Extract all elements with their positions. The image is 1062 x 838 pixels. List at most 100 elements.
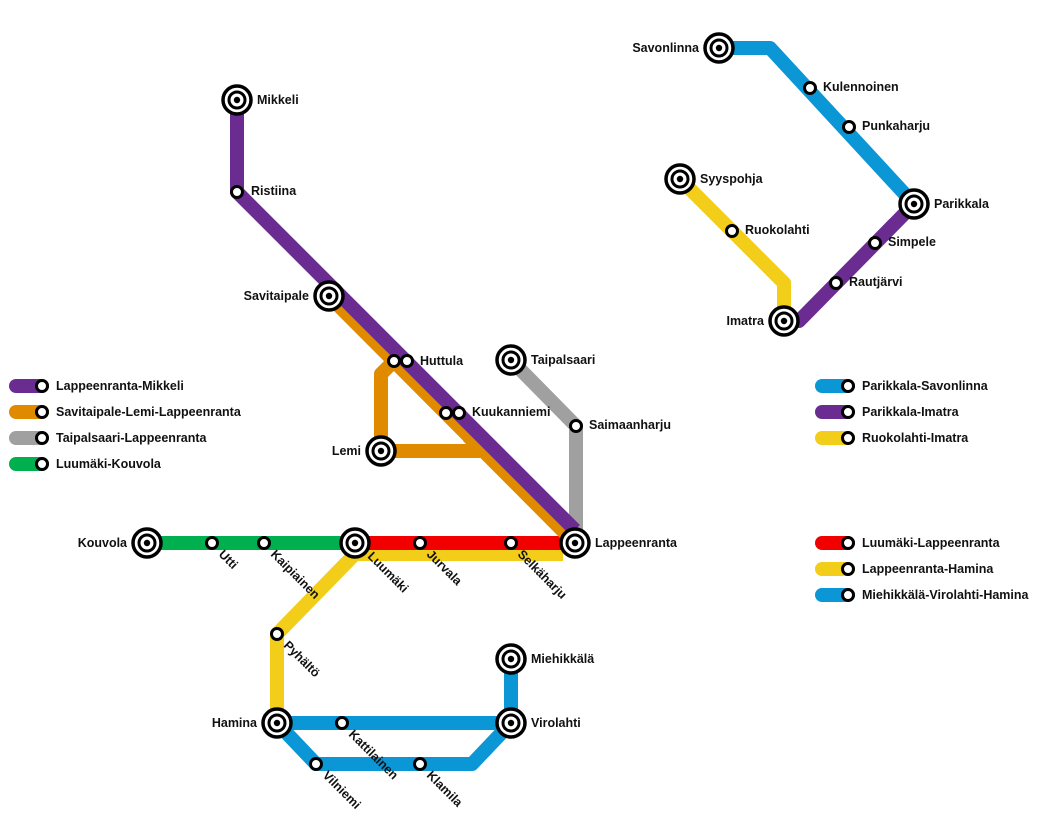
route-parikkala-imatra bbox=[784, 199, 919, 328]
legend-label: Lappeenranta-Hamina bbox=[862, 562, 994, 576]
station-marker bbox=[205, 536, 219, 550]
station-ristiina[interactable]: Ristiina bbox=[230, 184, 298, 199]
station-lappeenranta[interactable]: Lappeenranta bbox=[559, 527, 678, 559]
station-marker-dot bbox=[910, 200, 918, 208]
station-marker bbox=[413, 757, 427, 771]
station-marker bbox=[829, 276, 843, 290]
station-kuukanniemi[interactable]: Kuukanniemi bbox=[439, 405, 551, 420]
legend-item: Luumäki-Kouvola bbox=[9, 457, 162, 471]
station-saimaanharju[interactable]: Saimaanharju bbox=[569, 418, 671, 433]
station-label: Ruokolahti bbox=[745, 223, 810, 237]
station-virolahti[interactable]: Virolahti bbox=[495, 707, 581, 739]
station-marker bbox=[569, 419, 583, 433]
station-marker bbox=[230, 185, 244, 199]
legend-item: Taipalsaari-Lappeenranta bbox=[9, 431, 208, 445]
station-marker bbox=[725, 224, 739, 238]
station-label: Imatra bbox=[726, 314, 765, 328]
station-marker-dot bbox=[273, 719, 281, 727]
station-huttula[interactable]: Huttula bbox=[387, 354, 465, 368]
legend-label: Ruokolahti-Imatra bbox=[862, 431, 969, 445]
station-rautjarvi[interactable]: Rautjärvi bbox=[829, 275, 903, 290]
station-label: Kattilainen bbox=[346, 727, 401, 782]
legend-station-icon bbox=[841, 536, 855, 550]
station-parikkala[interactable]: Parikkala bbox=[898, 188, 990, 220]
legend-station-icon bbox=[841, 562, 855, 576]
station-syyspohja[interactable]: Syyspohja bbox=[664, 163, 764, 195]
legend-item: Miehikkälä-Virolahti-Hamina bbox=[815, 588, 1030, 602]
station-marker-dot bbox=[507, 719, 515, 727]
station-marker-dot bbox=[377, 447, 385, 455]
station-marker bbox=[868, 236, 882, 250]
station-marker bbox=[257, 536, 271, 550]
route-lappeenranta-hamina bbox=[270, 547, 563, 723]
station-label: Pyhältö bbox=[281, 638, 323, 680]
station-label: Kulennoinen bbox=[823, 80, 899, 94]
station-label: Kouvola bbox=[78, 536, 128, 550]
station-label: Saimaanharju bbox=[589, 418, 671, 432]
station-marker-dot bbox=[233, 96, 241, 104]
station-marker-dot bbox=[143, 539, 151, 547]
station-label: Virolahti bbox=[531, 716, 581, 730]
station-label: Syyspohja bbox=[700, 172, 764, 186]
station-label: Simpele bbox=[888, 235, 936, 249]
station-miehikkala[interactable]: Miehikkälä bbox=[495, 643, 594, 675]
station-marker bbox=[842, 120, 856, 134]
station-label: Savitaipale bbox=[244, 289, 309, 303]
legend-station-icon bbox=[841, 588, 855, 602]
route-savitaipale-lemi-lappeenranta bbox=[324, 291, 580, 548]
station-kulennoinen[interactable]: Kulennoinen bbox=[803, 80, 899, 95]
station-label: Hamina bbox=[212, 716, 258, 730]
station-marker bbox=[504, 536, 518, 550]
station-label: Ristiina bbox=[251, 184, 297, 198]
station-marker-dot bbox=[571, 539, 579, 547]
station-label: Punkaharju bbox=[862, 119, 930, 133]
station-marker bbox=[387, 354, 401, 368]
station-marker bbox=[309, 757, 323, 771]
legend-item: Lappeenranta-Hamina bbox=[815, 562, 994, 576]
station-marker bbox=[452, 406, 466, 420]
legend-station-icon bbox=[35, 431, 49, 445]
legend-label: Parikkala-Savonlinna bbox=[862, 379, 989, 393]
station-marker bbox=[335, 716, 349, 730]
legend-station-icon bbox=[841, 379, 855, 393]
station-marker-dot bbox=[351, 539, 359, 547]
stations: MikkeliRistiinaSavitaipaleHuttulaKuukann… bbox=[78, 32, 990, 812]
station-marker bbox=[439, 406, 453, 420]
legend-item: Lappeenranta-Mikkeli bbox=[9, 379, 184, 393]
station-ruokolahti[interactable]: Ruokolahti bbox=[725, 223, 810, 238]
station-label: Huttula bbox=[420, 354, 464, 368]
legend: Lappeenranta-MikkeliSavitaipale-Lemi-Lap… bbox=[9, 379, 1030, 602]
station-label: Miehikkälä bbox=[531, 652, 594, 666]
station-label: Savonlinna bbox=[632, 41, 700, 55]
station-imatra[interactable]: Imatra bbox=[726, 305, 800, 337]
station-marker-dot bbox=[715, 44, 723, 52]
station-label: Vilniemi bbox=[320, 768, 364, 812]
station-label: Utti bbox=[216, 547, 241, 572]
station-marker bbox=[413, 536, 427, 550]
station-marker bbox=[400, 354, 414, 368]
route-lappeenranta-mikkeli bbox=[230, 100, 580, 535]
station-label: Lemi bbox=[332, 444, 361, 458]
station-taipalsaari[interactable]: Taipalsaari bbox=[495, 344, 595, 376]
station-simpele[interactable]: Simpele bbox=[868, 235, 936, 250]
legend-item: Luumäki-Lappeenranta bbox=[815, 536, 1001, 550]
station-savitaipale[interactable]: Savitaipale bbox=[244, 280, 345, 312]
legend-label: Miehikkälä-Virolahti-Hamina bbox=[862, 588, 1030, 602]
legend-station-icon bbox=[841, 405, 855, 419]
station-label: Mikkeli bbox=[257, 93, 299, 107]
legend-label: Lappeenranta-Mikkeli bbox=[56, 379, 184, 393]
station-marker-dot bbox=[507, 655, 515, 663]
station-mikkeli[interactable]: Mikkeli bbox=[221, 84, 299, 116]
station-marker bbox=[803, 81, 817, 95]
station-label: Taipalsaari bbox=[531, 353, 595, 367]
station-lemi[interactable]: Lemi bbox=[332, 435, 397, 467]
legend-label: Taipalsaari-Lappeenranta bbox=[56, 431, 208, 445]
station-label: Klamila bbox=[424, 768, 466, 810]
station-kouvola[interactable]: Kouvola bbox=[78, 527, 163, 559]
station-savonlinna[interactable]: Savonlinna bbox=[632, 32, 735, 64]
route-ruokolahti-imatra bbox=[675, 174, 791, 321]
station-punkaharju[interactable]: Punkaharju bbox=[842, 119, 931, 134]
station-hamina[interactable]: Hamina bbox=[212, 707, 293, 739]
station-label: Lappeenranta bbox=[595, 536, 678, 550]
